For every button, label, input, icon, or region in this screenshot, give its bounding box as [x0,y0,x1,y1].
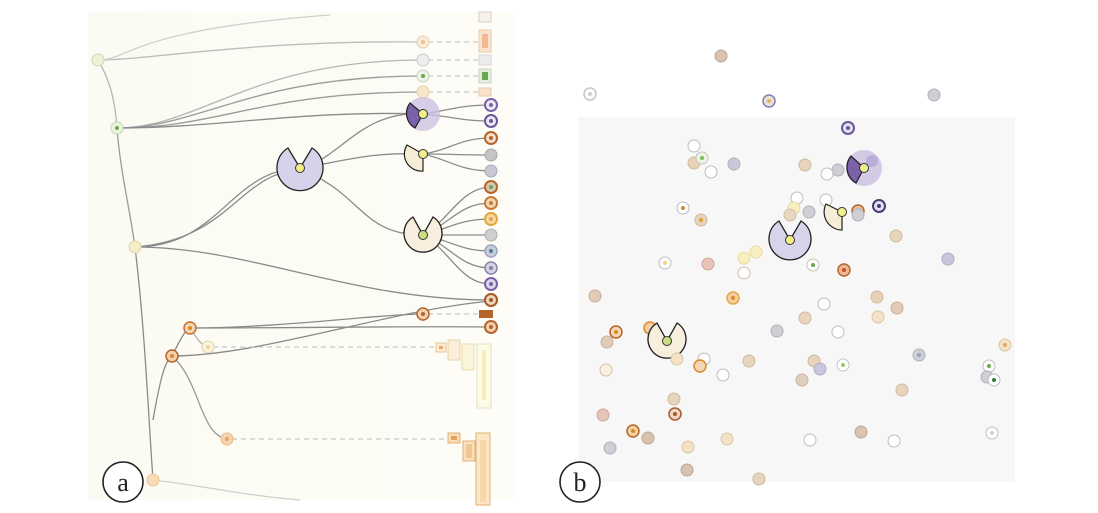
panel-b: b [559,49,1015,503]
dashed-connectors [213,41,478,440]
wheel-glyph-large [276,147,324,192]
panel-label-b: b [559,461,601,503]
panel-a-background [88,12,516,500]
panel-label-b-text: b [574,468,587,497]
panel-label-a-text: a [117,468,129,497]
wheel-glyph-cream [403,144,428,172]
leaf-nodes [484,98,498,334]
root-node [91,53,105,67]
panel-a: a [88,11,516,506]
wheel-glyph-purple [405,97,440,131]
panel-label-a: a [102,461,144,503]
tree-nodes [91,35,430,487]
summary-glyphs [435,11,493,506]
wheel-glyph-cream-large [403,216,443,253]
scatter-nodes [583,49,1012,486]
panel-b-background [578,117,1015,482]
